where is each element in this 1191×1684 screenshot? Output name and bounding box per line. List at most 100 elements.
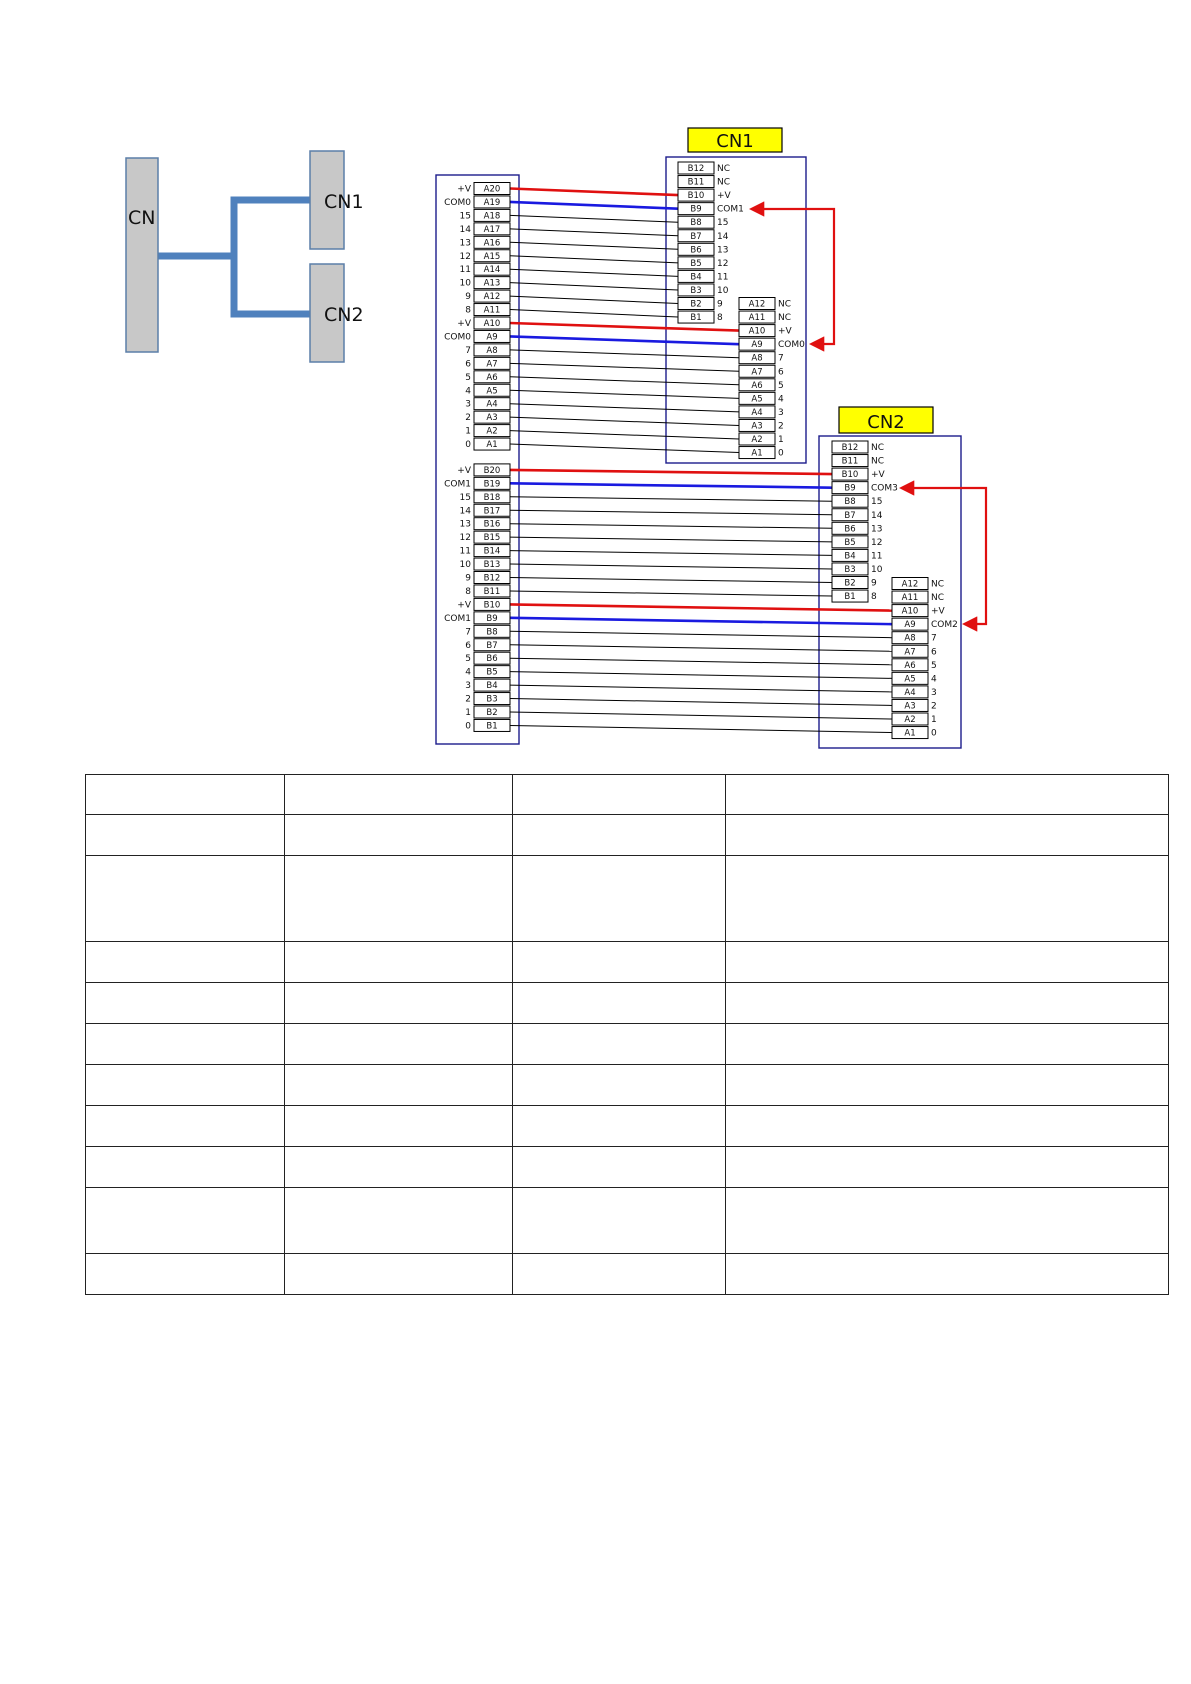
cn-pin-name: B16 (484, 520, 501, 530)
cn2-pin-box (831, 508, 869, 522)
cn2-pin-name: B3 (844, 565, 855, 575)
cn-pin-box (473, 222, 511, 236)
cn-pin-label: COM1 (444, 479, 471, 489)
table-cell (85, 941, 285, 983)
cn1-pin-name: A2 (751, 435, 762, 445)
wire (509, 335, 740, 346)
cn1-pin-name: B7 (690, 232, 701, 242)
cn-pin-label: 1 (465, 427, 471, 437)
cn2-pin-label: COM2 (931, 620, 958, 630)
cn1-pin-box (677, 283, 715, 297)
cn1-pin-label: 14 (717, 232, 729, 242)
cn-pin-box (473, 235, 511, 249)
cn-pin-label: COM1 (444, 614, 471, 624)
table-cell (725, 1146, 1169, 1188)
cn1-pin-box (738, 351, 776, 365)
cn2-pin-label: 1 (931, 715, 937, 725)
table-cell (85, 1105, 285, 1147)
cn-pin-box (473, 705, 511, 719)
cn2-pin-name: A12 (902, 580, 919, 590)
cn1-pin-box (677, 161, 715, 175)
cn-pin-name: B17 (484, 506, 501, 516)
cn-pin-label: 10 (460, 279, 472, 289)
cn2-pin-box (891, 671, 929, 685)
cn-pin-box (473, 410, 511, 424)
cn-pin-name: A4 (486, 400, 497, 410)
cn1-pin-name: B2 (690, 300, 701, 310)
wire (509, 616, 893, 626)
cn-pin-box (473, 397, 511, 411)
cn1-pin-box (677, 310, 715, 324)
wire (509, 376, 740, 386)
cn2-pin-label: 13 (871, 524, 882, 534)
cn2-pin-name: B8 (844, 497, 855, 507)
table-cell (284, 1253, 513, 1295)
table-cell (512, 1064, 726, 1106)
cn1-pin-box (738, 446, 776, 460)
cn-pin-label: 4 (465, 668, 471, 678)
cn1-pin-name: A11 (749, 313, 766, 323)
cn1-pin-label: 12 (717, 259, 728, 269)
cn-pin-box (473, 624, 511, 638)
cn1-pin-name: B5 (690, 259, 701, 269)
cn2-pin-label: 4 (931, 674, 937, 684)
cn-pin-box (473, 476, 511, 490)
cn-pin-label: 3 (465, 681, 471, 691)
wiring-diagram: CNCN1CN2CN1CN2A20+VA19COM0A1815A1714A161… (125, 127, 988, 749)
cn1-block (309, 150, 345, 250)
cn-pin-name: A19 (484, 198, 501, 208)
cn1-pin-name: B12 (688, 164, 705, 174)
cn2-pin-name: A1 (904, 729, 915, 739)
cn-pin-label: 1 (465, 708, 471, 718)
cn-pin-label: 13 (460, 520, 471, 530)
cn2-pin-label: +V (871, 470, 886, 480)
table-row (85, 1146, 1169, 1188)
cn2-block-label: CN2 (324, 304, 364, 326)
cn-pin-box (473, 356, 511, 370)
cn-pin-name: B2 (486, 708, 497, 718)
cn2-pin-box (831, 535, 869, 549)
cn2-pin-name: B6 (844, 524, 855, 534)
cn1-pin-name: A9 (751, 340, 762, 350)
wire (509, 255, 679, 264)
cn-pin-box (473, 557, 511, 571)
wires (509, 187, 893, 734)
cn2-pin-label: NC (871, 457, 884, 467)
cn-pin-name: A18 (484, 211, 501, 221)
cn-pin-name: A10 (484, 319, 501, 329)
table-row (85, 1023, 1169, 1065)
table-row (85, 774, 1169, 815)
cn1-pin-name: B9 (690, 205, 701, 215)
wire (509, 187, 679, 197)
cn-pin-box (473, 638, 511, 652)
cn1-pin-label: 0 (778, 449, 784, 459)
cn2-pin-label: 10 (871, 565, 883, 575)
cn-pin-box (473, 437, 511, 451)
cn1-pin-label: 15 (717, 218, 728, 228)
cn2-pin-label: 2 (931, 701, 937, 711)
cn2-pin-name: A6 (904, 661, 915, 671)
cn1-pin-name: B10 (688, 191, 705, 201)
cn2-pin-name: A7 (904, 647, 915, 657)
cn2-pin-box (831, 467, 869, 481)
cn-pin-box (473, 718, 511, 732)
table-cell (85, 814, 285, 856)
table-cell (85, 1023, 285, 1065)
wire (509, 403, 740, 413)
cn2-pin-name: A3 (904, 701, 915, 711)
cn1-pin-box (677, 256, 715, 270)
cn1-block-label: CN1 (324, 191, 364, 213)
cn2-pin-label: 15 (871, 497, 882, 507)
table-cell (512, 1253, 726, 1295)
table-cell (512, 1146, 726, 1188)
cn1-pin-label: NC (778, 313, 791, 323)
cn-pin-name: B1 (486, 721, 497, 731)
cn1-pin-name: A3 (751, 421, 762, 431)
cn-pin-label: 10 (460, 560, 472, 570)
cn-pin-label: +V (457, 466, 472, 476)
cn-pin-name: B5 (486, 668, 497, 678)
table-row (85, 1253, 1169, 1295)
table-cell (725, 855, 1169, 942)
cn1-pin-box (738, 432, 776, 446)
cn-pin-name: A3 (486, 413, 497, 423)
